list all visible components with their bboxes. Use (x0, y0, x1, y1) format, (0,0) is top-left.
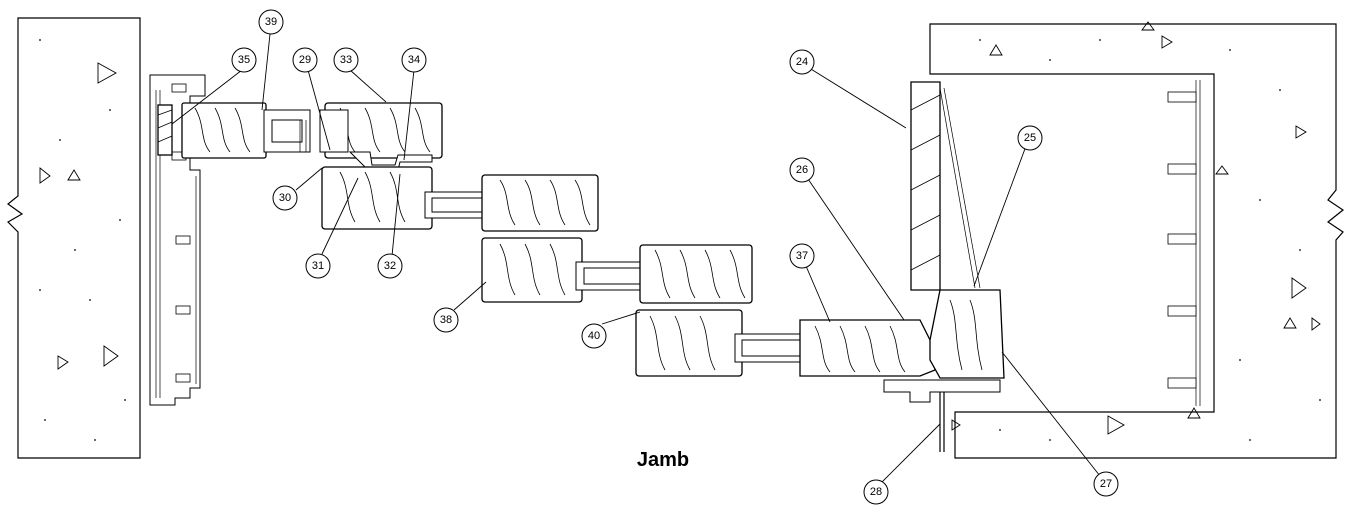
right-jamb-frame (883, 81, 1005, 403)
callout-40: 40 (581, 323, 607, 349)
sash-lower-left (481, 237, 657, 303)
callout-32: 32 (377, 253, 403, 279)
sash-lower-right (639, 244, 753, 304)
svg-text:30: 30 (279, 192, 291, 204)
svg-text:28: 28 (870, 486, 882, 498)
callout-26: 26 (789, 157, 815, 183)
svg-text:38: 38 (440, 314, 452, 326)
svg-text:29: 29 (299, 54, 311, 66)
callout-31: 31 (305, 253, 331, 279)
callout-28: 28 (863, 479, 889, 505)
sash-bottom-left (635, 309, 814, 377)
sash-bottom-right (799, 319, 936, 377)
callout-34: 34 (401, 47, 427, 73)
svg-text:40: 40 (588, 330, 600, 342)
callout-30: 30 (272, 185, 298, 211)
svg-text:32: 32 (384, 260, 396, 272)
svg-text:25: 25 (1024, 132, 1036, 144)
callout-24: 24 (789, 49, 815, 75)
sash-upper-outer (181, 102, 311, 159)
leader-lines (171, 33, 1101, 485)
weatherstrip (939, 392, 945, 452)
callout-39: 39 (258, 9, 284, 35)
callout-33: 33 (333, 47, 359, 73)
sash-middle-right (481, 174, 599, 232)
right-aluminium-trim (1167, 80, 1201, 406)
svg-text:31: 31 (312, 260, 324, 272)
callout-29: 29 (292, 47, 318, 73)
svg-text:33: 33 (340, 54, 352, 66)
right-concrete-wall (929, 21, 1345, 459)
callout-25: 25 (1017, 125, 1043, 151)
left-aluminium-frame (149, 74, 206, 406)
svg-text:35: 35 (238, 54, 250, 66)
callout-35: 35 (231, 47, 257, 73)
svg-text:27: 27 (1100, 478, 1112, 490)
left-concrete-wall (7, 17, 141, 459)
drawing-title: Jamb (637, 449, 689, 471)
callout-27: 27 (1093, 471, 1119, 497)
svg-text:39: 39 (265, 16, 277, 28)
svg-text:37: 37 (796, 250, 808, 262)
callout-37: 37 (789, 243, 815, 269)
svg-text:24: 24 (796, 56, 808, 68)
sash-upper-inner (319, 102, 443, 171)
svg-text:34: 34 (408, 54, 420, 66)
svg-text:26: 26 (796, 164, 808, 176)
sash-middle-left (321, 166, 506, 230)
callout-38: 38 (433, 307, 459, 333)
